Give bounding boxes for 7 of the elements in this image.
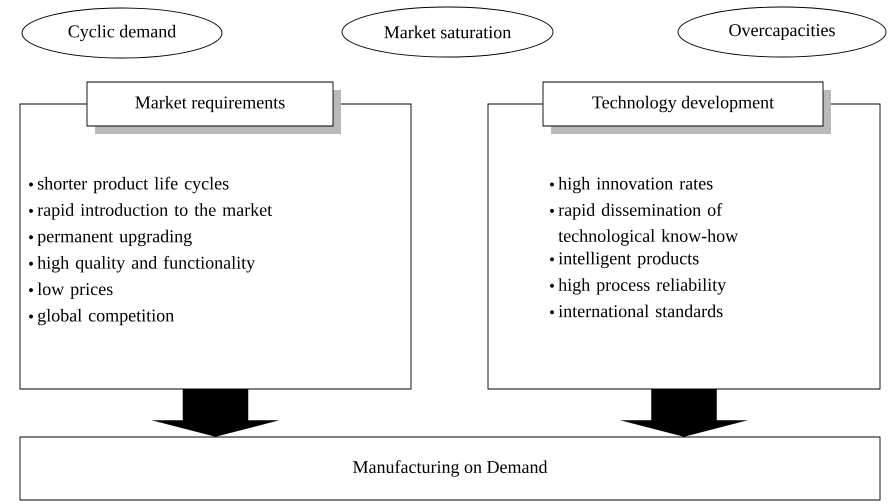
heading-box: Market requirements bbox=[86, 82, 334, 126]
block-arrow bbox=[622, 389, 746, 437]
process-box: Manufacturing on Demand bbox=[20, 436, 880, 500]
heading-box: Technology development bbox=[542, 82, 824, 126]
bullet-list: shorter product life cycles rapid introduction to the market permanent upgrading high quality and functionality low prices global competition bbox=[29, 176, 272, 326]
bullet-list: high innovation rates rapid dissemination of technological know-how intelligent products high process reliability international standards bbox=[550, 176, 738, 318]
block-arrow bbox=[153, 389, 278, 437]
